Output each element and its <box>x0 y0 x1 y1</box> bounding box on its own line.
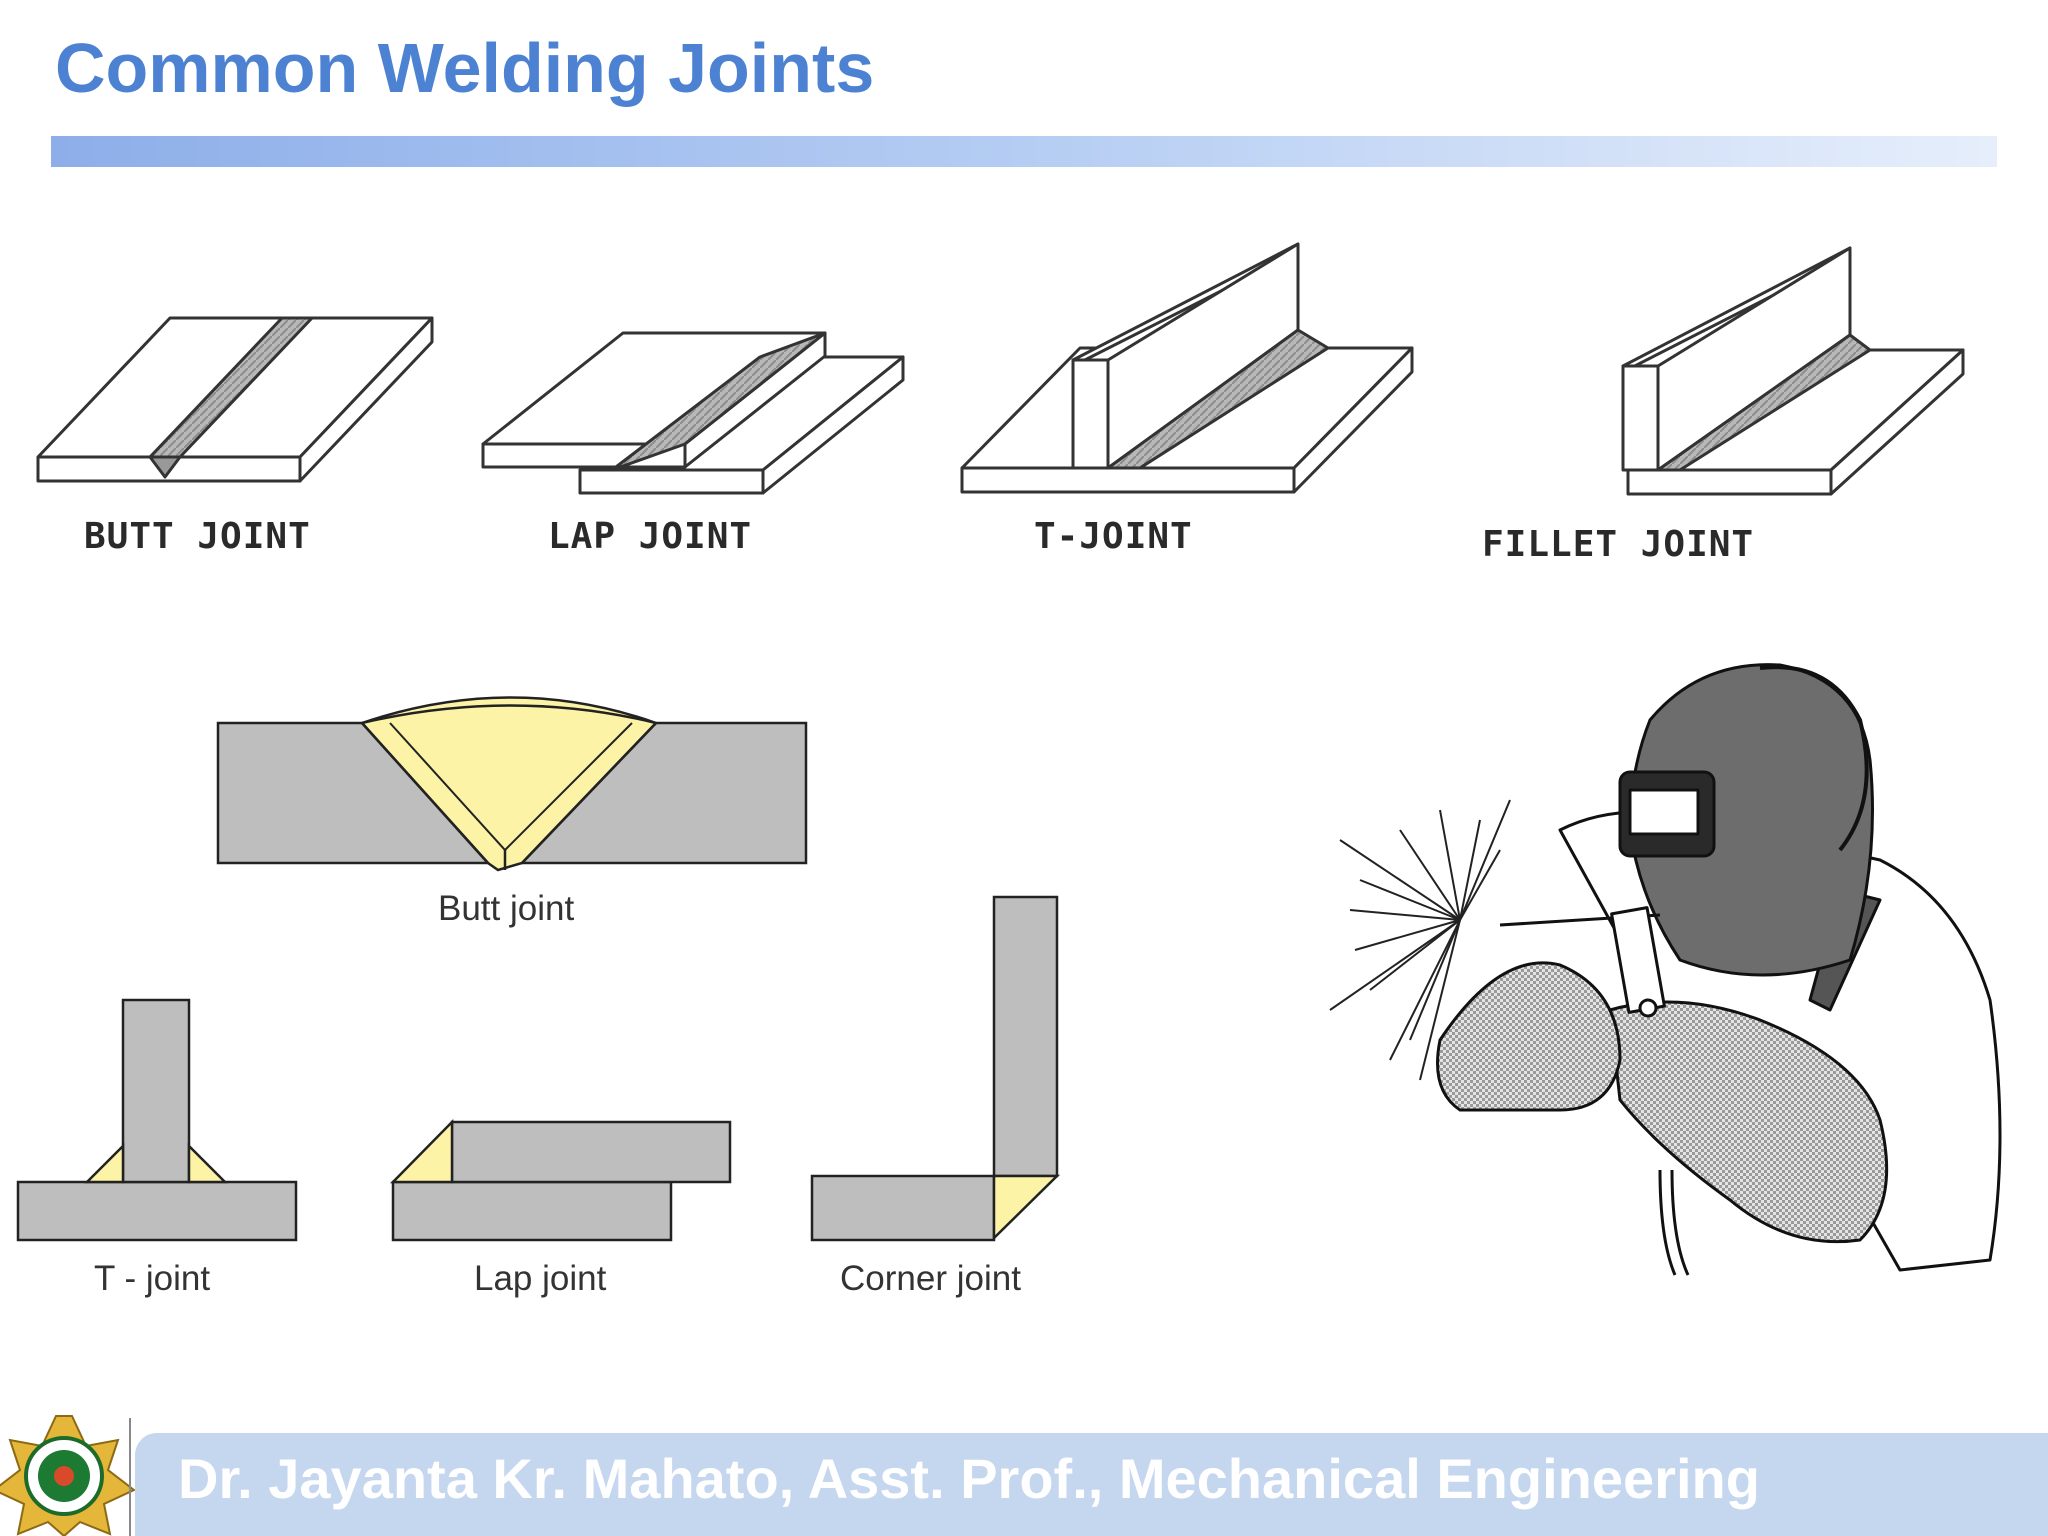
welder-illustration <box>1329 663 2002 1276</box>
iso-t-joint-label: T-JOINT <box>1034 516 1193 557</box>
section-butt-joint-label: Butt joint <box>438 889 574 928</box>
title-underline-bar <box>51 136 1997 167</box>
section-corner-joint-label: Corner joint <box>840 1259 1021 1298</box>
footer-author-text: Dr. Jayanta Kr. Mahato, Asst. Prof., Mec… <box>178 1447 1760 1510</box>
section-t-joint <box>16 998 298 1242</box>
section-lap-joint-label: Lap joint <box>474 1259 607 1298</box>
iso-lap-joint-drawing <box>481 331 905 495</box>
footer-bar <box>135 1433 2048 1536</box>
section-corner-joint <box>810 895 1061 1242</box>
iso-t-joint-drawing <box>960 242 1414 494</box>
iso-fillet-joint-label: FILLET JOINT <box>1482 524 1754 565</box>
iso-butt-joint-label: BUTT JOINT <box>84 516 311 557</box>
section-lap-joint <box>390 1118 732 1242</box>
iso-lap-joint-label: LAP JOINT <box>548 516 752 557</box>
footer-divider <box>129 1418 131 1536</box>
section-t-joint-label: T - joint <box>94 1259 210 1298</box>
slide-title: Common Welding Joints <box>55 29 875 107</box>
university-logo <box>0 1415 136 1536</box>
iso-fillet-joint-drawing <box>1621 246 1965 496</box>
section-butt-joint <box>216 696 808 872</box>
iso-butt-joint-drawing <box>36 316 434 483</box>
